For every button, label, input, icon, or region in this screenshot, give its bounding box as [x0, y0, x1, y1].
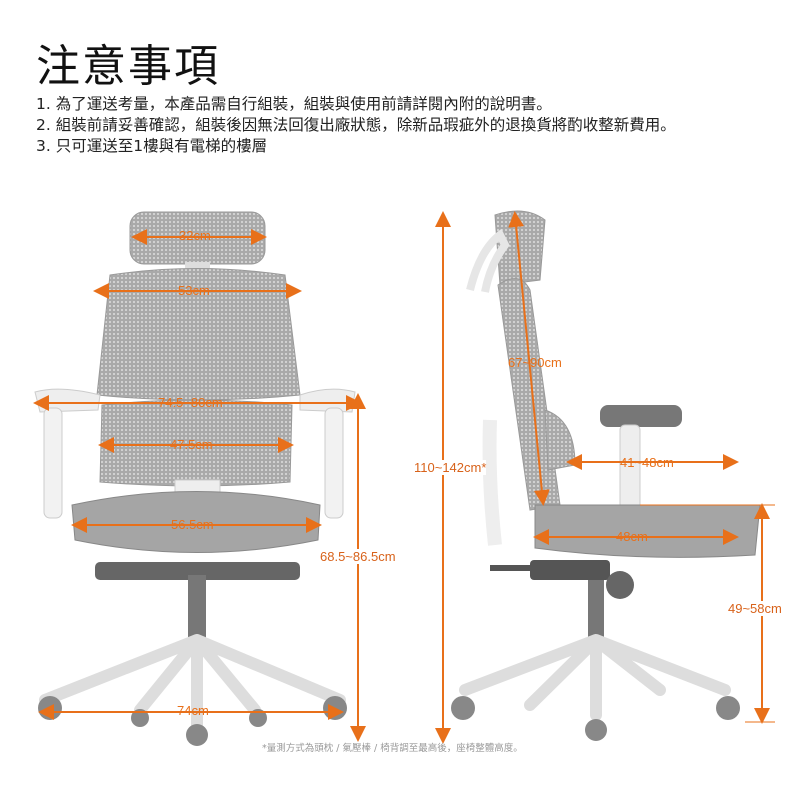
lumbar-width-label: 47.5cm	[170, 437, 213, 452]
front-chair	[34, 211, 356, 746]
footnote: *量測方式為頭枕 / 氣壓棒 / 椅背調至最高後，座椅整體高度。	[262, 743, 523, 754]
backrest-height-label: 67~90cm	[508, 355, 562, 370]
total-height-label: 110~142cm*	[414, 460, 487, 475]
note-item: 3. 只可運送至1樓與有電梯的樓層	[36, 137, 268, 155]
side-chair	[451, 210, 761, 741]
armrest-height-label: 68.5~86.5cm	[320, 549, 396, 564]
seat-to-back-label: 41~48cm	[620, 455, 674, 470]
note-item: 1. 為了運送考量，本產品需自行組裝，組裝與使用前請詳閱內附的說明書。	[36, 95, 552, 113]
backrest-width-label: 53cm	[178, 283, 210, 298]
notes-list: 1. 為了運送考量，本產品需自行組裝，組裝與使用前請詳閱內附的說明書。 2. 組…	[36, 94, 676, 157]
page-title: 注意事項	[36, 41, 220, 92]
note-item: 2. 組裝前請妥善確認，組裝後因無法回復出廠狀態，除新品瑕疵外的退換貨將酌收整新…	[36, 116, 676, 134]
base-width-label: 74cm	[177, 703, 209, 718]
armrest-width-label: 74.5~80cm	[158, 395, 223, 410]
seat-height-label: 49~58cm	[728, 601, 782, 616]
seat-width-label: 56.5cm	[171, 517, 214, 532]
seat-depth-label: 48cm	[616, 529, 648, 544]
headrest-width-label: 32cm	[179, 228, 211, 243]
